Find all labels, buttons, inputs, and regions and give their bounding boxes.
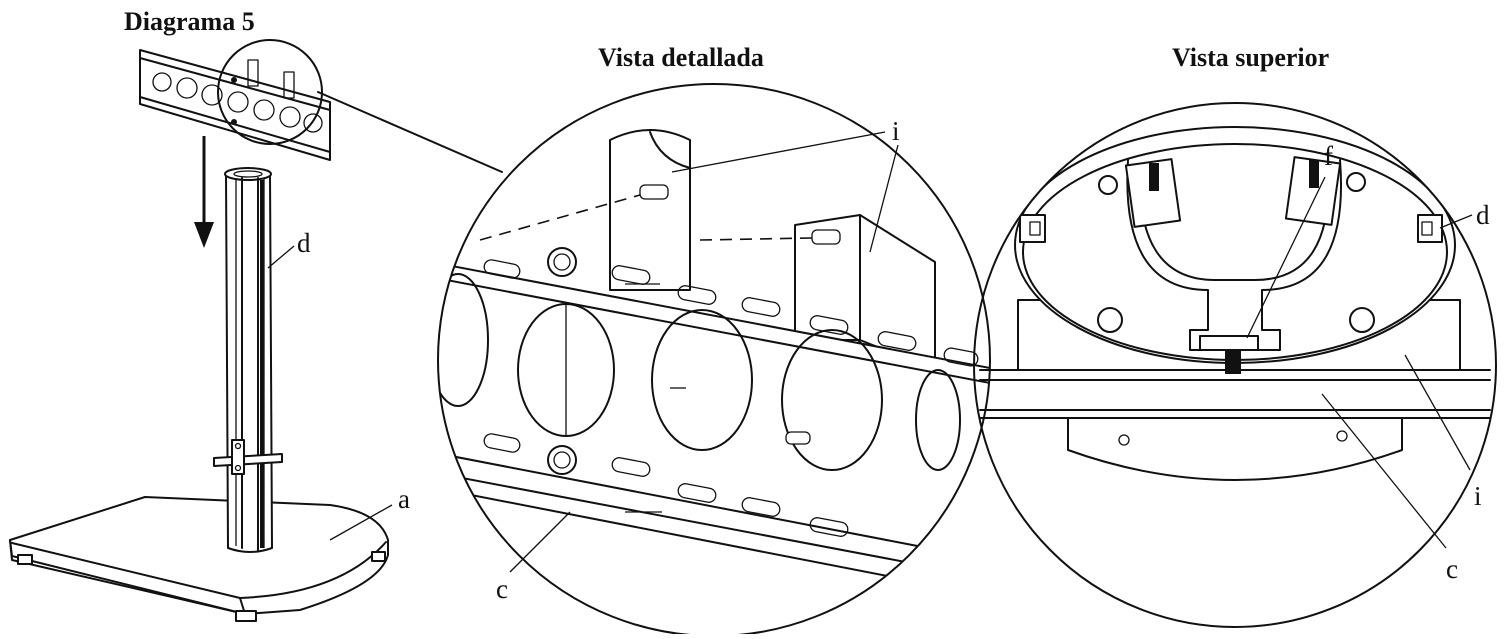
detail-callout-c-leader: [509, 511, 571, 573]
diagram-title: Diagrama 5: [124, 7, 255, 36]
top-callout-c-leader: [1321, 393, 1447, 549]
mounting-bracket: [139, 49, 331, 161]
base-plate: [9, 496, 389, 622]
overview-assembly: d a: [9, 39, 503, 622]
top-view: f d i c: [973, 102, 1497, 628]
callout-d: d: [297, 228, 311, 258]
detail-callout-i-leader-2: [869, 144, 899, 253]
callout-d-leader: [267, 245, 295, 269]
detail-view-title: Vista detallada: [598, 43, 764, 72]
detail-view: i c: [437, 83, 991, 637]
top-callout-d: d: [1476, 200, 1490, 230]
detail-callout-i: i: [892, 116, 900, 146]
magnifier-leader-line: [317, 91, 503, 173]
detail-callout-i-leader-1: [671, 131, 886, 173]
top-view-circle: [973, 102, 1497, 628]
down-arrow-icon: [194, 136, 214, 248]
top-callout-c: c: [1446, 554, 1458, 584]
magnifier-circle: [217, 39, 323, 145]
top-callout-i-leader: [1404, 354, 1471, 471]
top-callout-d-leader: [1439, 214, 1473, 229]
callout-a: a: [398, 484, 410, 514]
top-callout-i: i: [1474, 481, 1482, 511]
callout-a-leader: [329, 504, 393, 541]
top-callout-f: f: [1324, 141, 1333, 171]
column: [213, 167, 283, 553]
detail-callout-c: c: [496, 574, 508, 604]
top-view-title: Vista superior: [1172, 43, 1329, 72]
top-callout-f-leader: [1246, 176, 1326, 339]
